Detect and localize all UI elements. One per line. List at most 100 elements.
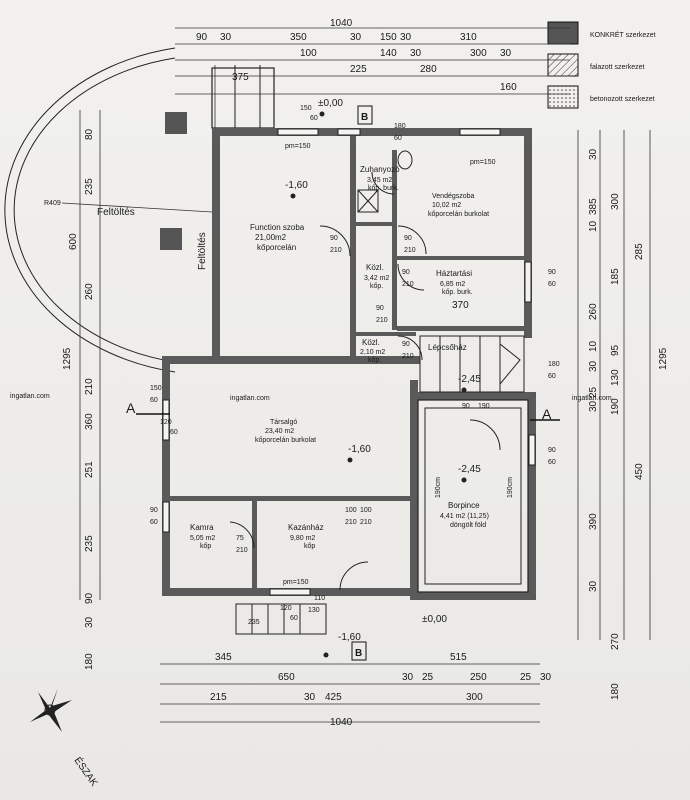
dimension-label: 210 xyxy=(236,547,248,554)
dimension-label: 225 xyxy=(350,64,367,75)
room-name: Kamra xyxy=(190,523,214,532)
dimension-label: 360 xyxy=(84,413,95,430)
window-label: pm=150 xyxy=(283,579,309,586)
dimension-label: 210 xyxy=(404,247,416,254)
dimension-label: 251 xyxy=(84,461,95,478)
dimension-label: 300 xyxy=(466,692,483,703)
dimension-label: 300 xyxy=(610,193,621,210)
dimension-label: 10 xyxy=(588,220,599,232)
dimension-label: 235 xyxy=(84,535,95,552)
dimension-label: 30 xyxy=(402,672,414,683)
dimension-label: 25 xyxy=(520,672,532,683)
dimension-label: 30 xyxy=(588,400,599,412)
dimension-label: 25 xyxy=(588,386,599,398)
dimension-label: 90 xyxy=(196,32,208,43)
dimension-label: 30 xyxy=(540,672,552,683)
dimension-label: 90 xyxy=(376,305,384,312)
room-name: Társalgó xyxy=(270,419,297,426)
shower-icon xyxy=(357,189,379,213)
room-finish: kőp. burk. xyxy=(442,289,473,296)
watermark: ingatlan.com xyxy=(10,393,50,400)
dimension-label: 140 xyxy=(380,48,397,59)
dimension-label: 185 xyxy=(610,268,621,285)
dimension-label: 10 xyxy=(588,340,599,352)
dimension-label: 30 xyxy=(220,32,232,43)
watermark: ingatlan.com xyxy=(572,395,612,402)
room-labels: Function szoba 21,00m2 kőporcelán Zuhany… xyxy=(190,165,489,550)
level-label: -2,45 xyxy=(458,464,481,475)
room-area: 21,00m2 xyxy=(255,233,287,242)
dimension-label: 110 xyxy=(314,595,325,602)
dimension-label: 270 xyxy=(610,633,621,650)
dimension-label: 180 xyxy=(394,123,406,130)
dimension-label: 90 xyxy=(402,341,410,348)
staircase xyxy=(235,335,525,635)
dimension-label: 80 xyxy=(84,128,95,140)
dimension-label: 515 xyxy=(450,652,467,663)
section-marks: B B A A xyxy=(126,105,560,661)
dimension-label: 375 xyxy=(232,72,249,83)
fill-label: Feltöltés xyxy=(197,232,208,270)
legend-label: betonozott szerkezet xyxy=(590,96,655,103)
dimension-label: 100 xyxy=(300,48,317,59)
level-label: ±0,00 xyxy=(422,614,447,625)
dimension-label: 160 xyxy=(500,82,517,93)
dimension-label: 1295 xyxy=(658,347,669,370)
dimension-label: 215 xyxy=(210,692,227,703)
dimension-label: 30 xyxy=(410,48,422,59)
dimension-label: 100 xyxy=(360,507,372,514)
dimension-label: 130 xyxy=(610,369,621,386)
dimension-label: 100 xyxy=(345,507,357,514)
stair-height-label: 190cm xyxy=(435,477,442,498)
dimension-label: 600 xyxy=(68,233,79,250)
dimension-label: 30 xyxy=(588,580,599,592)
dimension-label: 90 xyxy=(402,269,410,276)
dimension-label: 190 xyxy=(478,403,490,410)
level-marks: ±0,00 ±0,00 -1,60 -1,60 -1,60 -2,45 -2,4… xyxy=(285,98,481,658)
room-finish: kőp. xyxy=(368,357,381,364)
door-swings xyxy=(229,171,501,591)
stair-height-label: 190cm xyxy=(507,477,514,498)
room-finish: kőporcelán xyxy=(257,243,296,252)
room-area: 23,40 m2 xyxy=(265,428,294,435)
dimension-label: 210 xyxy=(345,519,357,526)
room-finish: kőp xyxy=(304,543,315,550)
window xyxy=(162,399,170,441)
room-name: Function szoba xyxy=(250,223,305,232)
room-finish: kőporcelán burkolat xyxy=(255,437,316,444)
section-mark: B xyxy=(355,648,362,659)
dimension-label: 60 xyxy=(150,397,158,404)
misc-labels: Feltöltés Feltöltés R409 190cm 190cm ing… xyxy=(10,200,612,498)
dimension-label: 180 xyxy=(610,683,621,700)
room-area: 4,41 m2 (11,25) xyxy=(440,513,489,520)
room-name: Zuhanyozó xyxy=(360,165,400,174)
dimension-label: 90 xyxy=(548,447,556,454)
dimension-label: 390 xyxy=(588,513,599,530)
dimension-label: 190 xyxy=(610,398,621,415)
window xyxy=(459,128,501,136)
dimension-label: 90 xyxy=(330,235,338,242)
dimension-label: 310 xyxy=(460,32,477,43)
dimension-label: 25 xyxy=(422,672,434,683)
dimension-label: 30 xyxy=(400,32,412,43)
dimension-label: 60 xyxy=(150,519,158,526)
dimension-label: 210 xyxy=(402,353,414,360)
dimension-label: 1040 xyxy=(330,18,353,29)
room-name: Vendégszoba xyxy=(432,193,475,200)
dimension-label: 30 xyxy=(304,692,316,703)
north-label: ÉSZAK xyxy=(72,754,102,789)
dimension-label: 425 xyxy=(325,692,342,703)
dimension-label: 130 xyxy=(308,607,320,614)
fixtures xyxy=(357,150,413,213)
dimension-label: 280 xyxy=(420,64,437,75)
dimension-label: 345 xyxy=(215,652,232,663)
windows xyxy=(162,128,536,596)
dimension-label: 30 xyxy=(84,616,95,628)
dimension-label: 1040 xyxy=(330,717,353,728)
dimension-label: 60 xyxy=(394,135,402,142)
dimension-label: 60 xyxy=(170,429,178,436)
window xyxy=(528,434,536,466)
room-area: 6,85 m2 xyxy=(440,281,465,288)
dimension-label: 30 xyxy=(588,148,599,160)
